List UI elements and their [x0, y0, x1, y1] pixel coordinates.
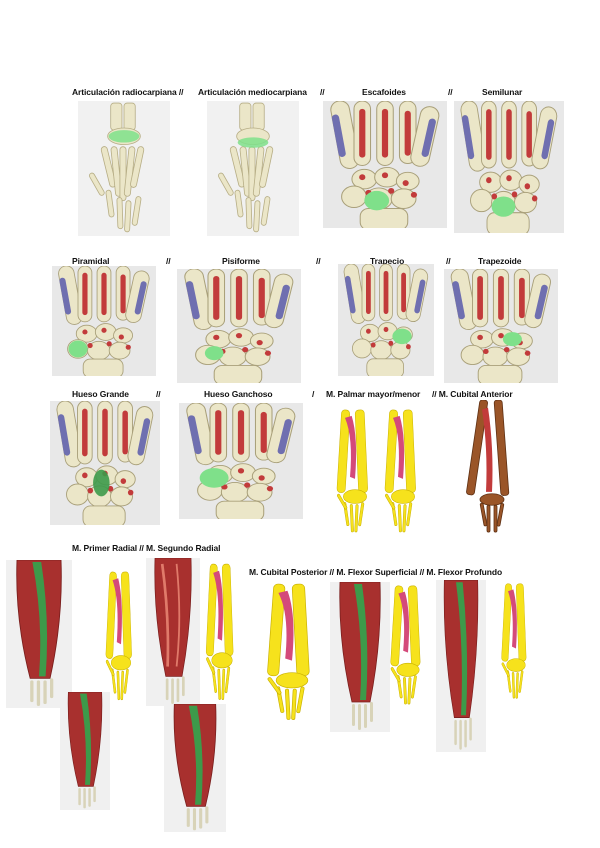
- wrist-hamate-image: [179, 403, 303, 519]
- label-articulacion-mediocarpiana: Articulación mediocarpiana: [198, 87, 307, 97]
- label-separator: /: [312, 389, 314, 399]
- label-trapezoide: Trapezoide: [478, 256, 521, 266]
- flexor-profundo-yellow-arm-image: [496, 582, 536, 702]
- label-separator: //: [166, 256, 171, 266]
- wrist-capitate-image: [50, 401, 160, 525]
- label-semilunar: Semilunar: [482, 87, 522, 97]
- label-separator: //: [448, 87, 453, 97]
- radial-yellow-arm-image-1: [100, 570, 142, 704]
- label-cubital-anterior: // M. Cubital Anterior: [432, 389, 513, 399]
- flexor-profundo-forearm-image: [436, 580, 486, 752]
- label-pisiforme: Pisiforme: [222, 256, 260, 266]
- flexor-superficial-forearm-image: [330, 582, 390, 732]
- wrist-pisiform-image: [177, 269, 301, 383]
- label-separator: //: [446, 256, 451, 266]
- label-primer-segundo-radial: M. Primer Radial // M. Segundo Radial: [72, 543, 220, 553]
- hand-radiocarpal-joint-image: [78, 101, 170, 236]
- label-palmar-mayor-menor: M. Palmar mayor/menor: [326, 389, 420, 399]
- wrist-triquetrum-image: [52, 266, 156, 376]
- wrist-trapezium-image: [338, 264, 434, 376]
- cubital-anterior-arm-image: [466, 400, 516, 534]
- label-cubital-posterior-flexores: M. Cubital Posterior // M. Flexor Superf…: [249, 567, 502, 577]
- label-escafoides: Escafoides: [362, 87, 406, 97]
- flexor-superficial-yellow-arm-image: [384, 584, 432, 708]
- radial-forearm-image-4: [164, 704, 226, 832]
- cubital-posterior-arm-image: [258, 582, 326, 724]
- wrist-lunate-image: [454, 101, 564, 233]
- hand-midcarpal-joint-image: [207, 101, 299, 236]
- label-separator: //: [320, 87, 325, 97]
- radial-forearm-image-3: [60, 692, 110, 810]
- radial-yellow-arm-image-2: [200, 562, 244, 704]
- label-articulacion-radiocarpiana: Articulación radiocarpiana //: [72, 87, 183, 97]
- label-separator: //: [316, 256, 321, 266]
- label-separator: //: [156, 389, 161, 399]
- label-hueso-ganchoso: Hueso Ganchoso: [204, 389, 273, 399]
- palmaris-arm-image-2: [378, 408, 428, 536]
- radial-forearm-image-2: [146, 558, 200, 706]
- label-hueso-grande: Hueso Grande: [72, 389, 129, 399]
- wrist-scaphoid-image: [323, 101, 447, 228]
- label-piramidal: Piramidal: [72, 256, 109, 266]
- wrist-trapezoid-image: [444, 269, 558, 383]
- radial-forearm-image-1: [6, 560, 72, 708]
- palmaris-arm-image-1: [330, 408, 380, 536]
